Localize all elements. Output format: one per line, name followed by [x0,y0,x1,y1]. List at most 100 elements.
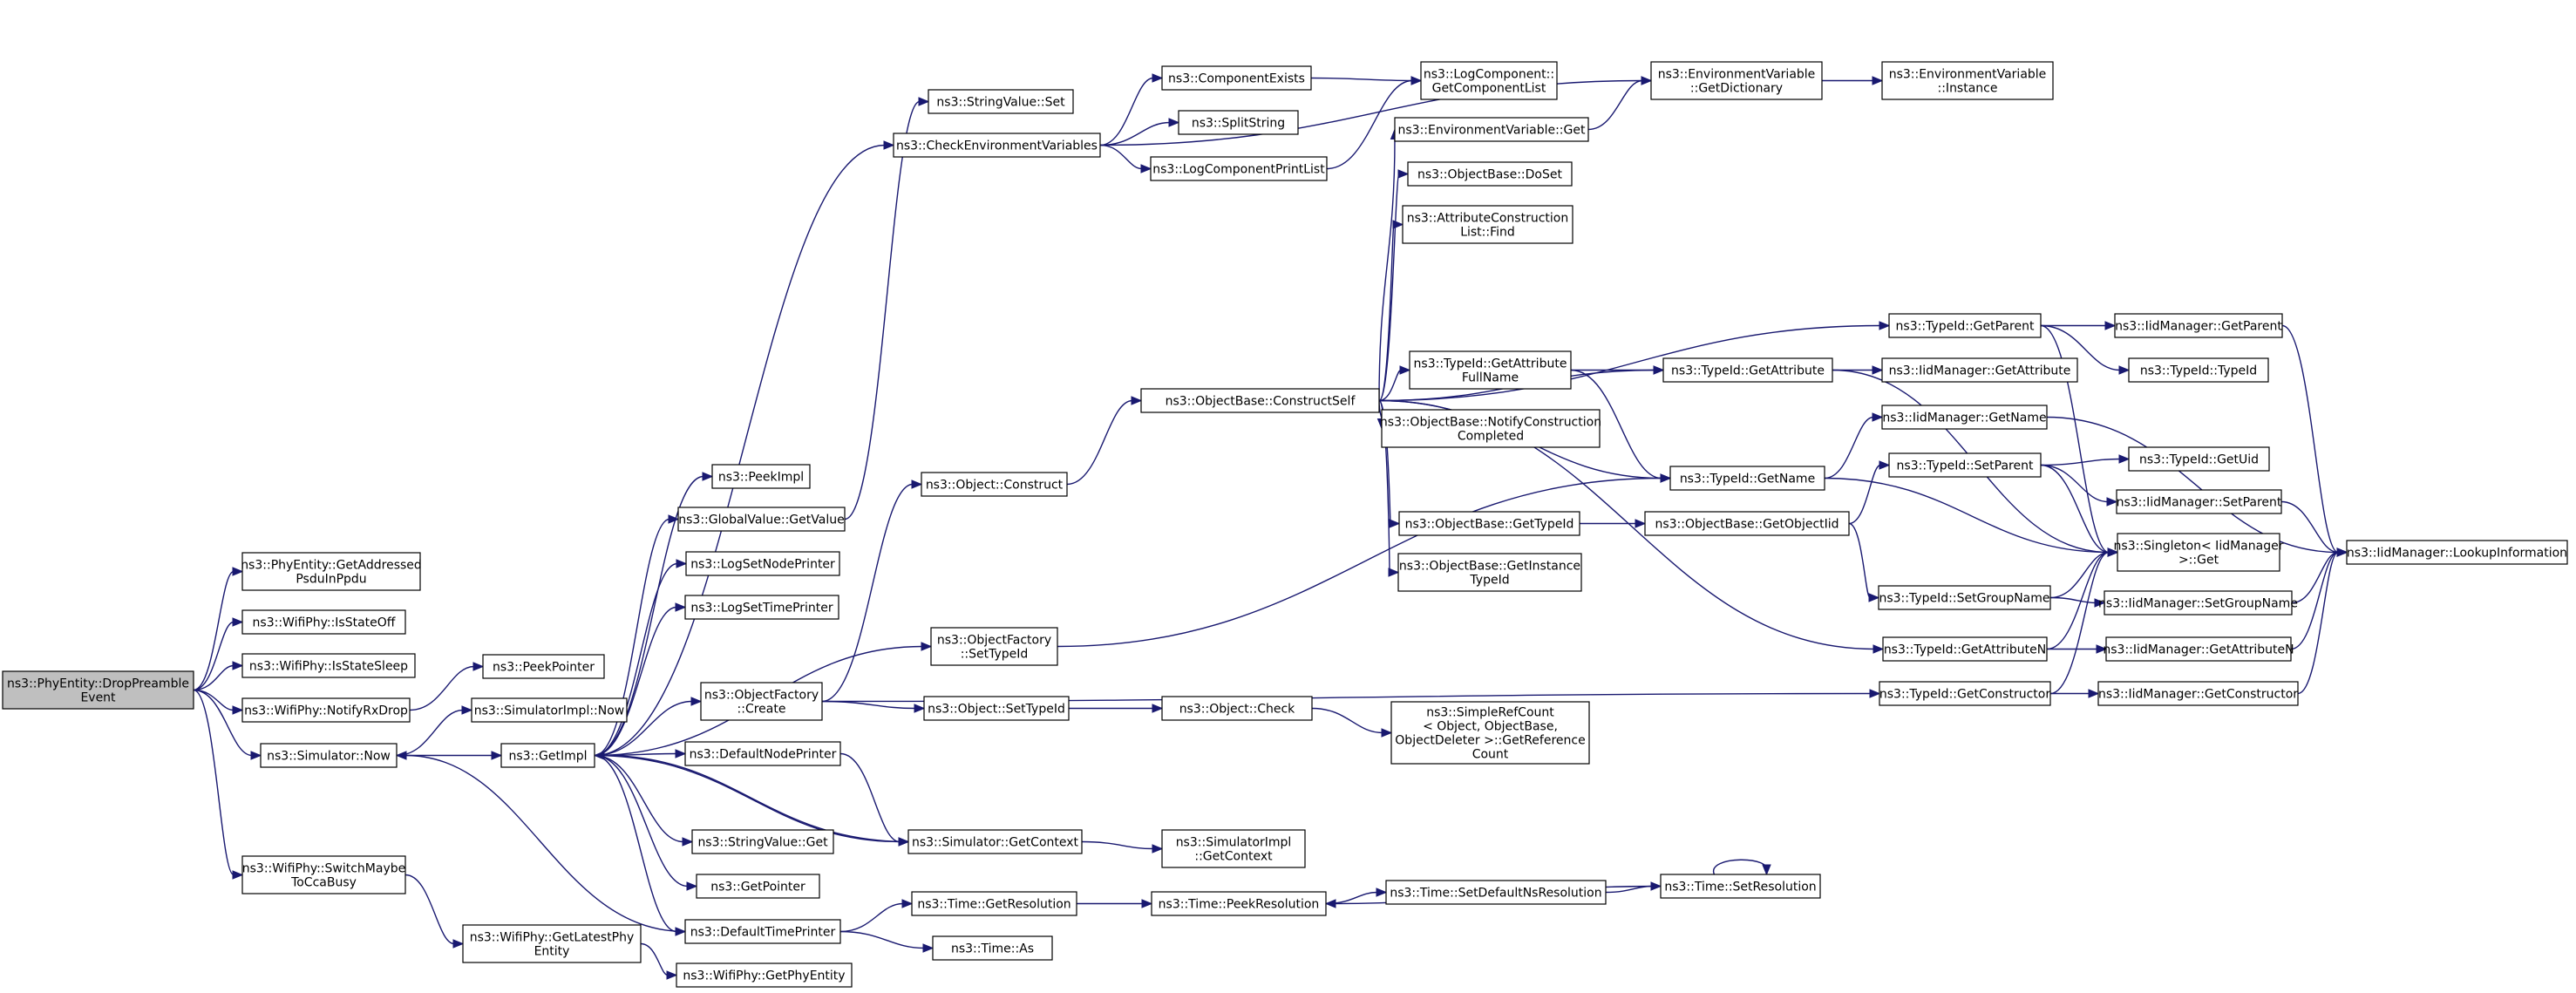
edge-line [839,930,925,949]
node-box [2346,540,2568,565]
node-ns3-environmentvariable-instance[interactable]: ns3::EnvironmentVariable::Instance [1881,61,2054,100]
node-ns3-getimpl[interactable]: ns3::GetImpl [500,743,595,768]
edge-line [1378,223,1395,402]
node-ns3-typeid-setgroupname[interactable]: ns3::TypeId::SetGroupName [1878,585,2051,610]
node-ns3-objectbase-getobjectiid[interactable]: ns3::ObjectBase::GetObjectIid [1644,511,1850,536]
node-ns3-objectbase-gettypeid[interactable]: ns3::ObjectBase::GetTypeId [1398,511,1580,536]
node-ns3-objectbase-constructself[interactable]: ns3::ObjectBase::ConstructSelf [1140,388,1380,413]
node-ns3-logsettimeprinter[interactable]: ns3::LogSetTimePrinter [684,595,839,620]
node-ns3-typeid-typeid[interactable]: ns3::TypeId::TypeId [2128,357,2269,383]
edge-timeGetResolution-to-timePeekResolution [1077,899,1153,908]
node-ns3-typeid-getconstructor[interactable]: ns3::TypeId::GetConstructor [1879,681,2051,706]
node-label: ns3::WifiPhy::IsStateOff [253,616,396,630]
node-ns3-time-peekresolution[interactable]: ns3::Time::PeekResolution [1151,891,1327,916]
node-ns3-typeid-getname[interactable]: ns3::TypeId::GetName [1669,466,1825,491]
node-ns3-globalvalue-getvalue[interactable]: ns3::GlobalValue::GetValue [677,507,846,532]
node-ns3-typeid-getattribute[interactable]: ns3::TypeId::GetAttribute [1662,357,1833,383]
node-ns3-environmentvariable-get[interactable]: ns3::EnvironmentVariable::Get [1394,117,1589,142]
edge-arrowhead [1635,519,1647,528]
node-ns3-time-setdefaultnsresolution[interactable]: ns3::Time::SetDefaultNsResolution [1385,880,1607,905]
edge-line [2046,551,2110,650]
node-ns3-iidmanager-getattributen[interactable]: ns3::IidManager::GetAttributeN [2103,636,2294,662]
node-ns3-time-as[interactable]: ns3::Time::As [932,935,1053,961]
node-ns3-stringvalue-get[interactable]: ns3::StringValue::Get [691,829,834,854]
node-ns3-iidmanager-getname[interactable]: ns3::IidManager::GetName [1881,405,2048,430]
node-box [2097,681,2299,706]
edge-line [839,902,904,933]
node-ns3-object-check[interactable]: ns3::Object::Check [1161,696,1313,721]
node-ns3-peekimpl[interactable]: ns3::PeekImpl [711,464,811,489]
node-box [893,133,1101,158]
node-ns3-simulator-now[interactable]: ns3::Simulator::Now [260,743,398,768]
node-label: Completed [1458,430,1524,444]
node-ns3-time-getresolution[interactable]: ns3::Time::GetResolution [911,891,1077,916]
node-ns3-logcomponentprintlist[interactable]: ns3::LogComponentPrintList [1150,156,1328,181]
node-ns3-objectbase-doset[interactable]: ns3::ObjectBase::DoSet [1407,161,1573,187]
node-box [907,829,1083,854]
node-label: ns3::TypeId::GetAttribute [1671,364,1825,378]
edge-line [602,754,909,843]
edge-arrowhead [682,837,694,847]
edge-arrowhead [2118,365,2131,375]
node-ns3-object-construct[interactable]: ns3::Object::Construct [921,472,1068,497]
node-box [923,696,1070,721]
node-label: ns3::Object::SetTypeId [928,703,1065,717]
node-label: ns3::SimpleRefCount [1426,706,1554,720]
edge-getImpl-to-logSetNode [594,559,688,757]
edge-line [2046,416,2339,554]
node-ns3-simulatorimpl-now[interactable]: ns3::SimulatorImpl::Now [471,697,628,723]
node-ns3-typeid-getattributen[interactable]: ns3::TypeId::GetAttributeN [1882,636,2048,662]
node-ns3-wifiphy-isstatesleep[interactable]: ns3::WifiPhy::IsStateSleep [241,653,416,678]
node-ns3-iidmanager-setparent[interactable]: ns3::IidManager::SetParent [2116,489,2282,514]
node-ns3-simulator-getcontext[interactable]: ns3::Simulator::GetContext [907,829,1083,854]
node-ns3-singleton-iidmanager-get[interactable]: ns3::Singleton< IidManager>::Get [2114,533,2284,572]
node-ns3-wifiphy-getphyentity[interactable]: ns3::WifiPhy::GetPhyEntity [676,962,853,988]
node-label: ns3::TypeId::GetUid [2139,453,2259,467]
node-label: ::SetTypeId [961,648,1029,662]
edge-getImpl-to-defaultTimePrinter [594,754,687,936]
edge-dropPreamble-to-simulatorNow [193,689,262,760]
node-ns3-iidmanager-lookupinformation[interactable]: ns3::IidManager::LookupInformation [2346,540,2568,565]
node-ns3-stringvalue-set[interactable]: ns3::StringValue::Set [928,89,1074,114]
node-ns3-iidmanager-getconstructor[interactable]: ns3::IidManager::GetConstructor [2097,681,2299,706]
node-ns3-iidmanager-getattribute[interactable]: ns3::IidManager::GetAttribute [1881,357,2078,383]
node-ns3-checkenvironmentvariables[interactable]: ns3::CheckEnvironmentVariables [893,133,1101,158]
node-ns3-typeid-setparent[interactable]: ns3::TypeId::SetParent [1888,452,2042,478]
node-ns3-getpointer[interactable]: ns3::GetPointer [696,874,820,899]
node-ns3-time-setresolution[interactable]: ns3::Time::SetResolution [1660,874,1821,899]
node-ns3-iidmanager-getparent[interactable]: ns3::IidManager::GetParent [2114,313,2283,338]
node-ns3-wifiphy-notifyrxdrop[interactable]: ns3::WifiPhy::NotifyRxDrop [241,697,411,723]
node-ns3-logsetnodeprinter[interactable]: ns3::LogSetNodePrinter [685,551,840,576]
node-ns3-componentexists[interactable]: ns3::ComponentExists [1161,65,1312,91]
node-ns3-defaulttimeprinter[interactable]: ns3::DefaultTimePrinter [684,919,841,944]
node-ns3-splitstring[interactable]: ns3::SplitString [1178,110,1299,135]
node-box [696,874,820,899]
edge-arrowhead [1324,899,1336,908]
node-ns3-peekpointer[interactable]: ns3::PeekPointer [482,654,605,679]
node-ns3-objectfactory-create[interactable]: ns3::ObjectFactory::Create [700,682,823,721]
node-box [2128,446,2270,472]
node-ns3-wifiphy-isstateoff[interactable]: ns3::WifiPhy::IsStateOff [241,609,406,635]
node-ns3-objectfactory-settypeid[interactable]: ns3::ObjectFactory::SetTypeId [930,627,1058,666]
node-ns3-typeid-getuid[interactable]: ns3::TypeId::GetUid [2128,446,2270,472]
node-ns3-object-settypeid[interactable]: ns3::Object::SetTypeId [923,696,1070,721]
node-ns3-typeid-getparent[interactable]: ns3::TypeId::GetParent [1888,313,2042,338]
node-ns3-defaultnodeprinter[interactable]: ns3::DefaultNodePrinter [684,741,841,766]
node-box [260,743,398,768]
node-ns3-logcomponent-getcomponentlist[interactable]: ns3::LogComponent::GetComponentList [1420,61,1558,100]
node-box [1882,636,2048,662]
node-ns3-objectbase-notifyconstruction-completed[interactable]: ns3::ObjectBase::NotifyConstructionCompl… [1380,409,1601,448]
node-ns3-iidmanager-setgroupname[interactable]: ns3::IidManager::SetGroupName [2098,590,2298,616]
node-ns3-environmentvariable-getdictionary[interactable]: ns3::EnvironmentVariable::GetDictionary [1650,61,1823,100]
edge-line [1057,477,1662,648]
node-ns3-simulatorimpl-getcontext[interactable]: ns3::SimulatorImpl::GetContext [1161,829,1306,868]
node-ns3-simplerefcount-object-objectbase-objectdeleter-getreference-count[interactable]: ns3::SimpleRefCount< Object, ObjectBase,… [1390,701,1590,765]
edge-line [1378,138,1396,401]
